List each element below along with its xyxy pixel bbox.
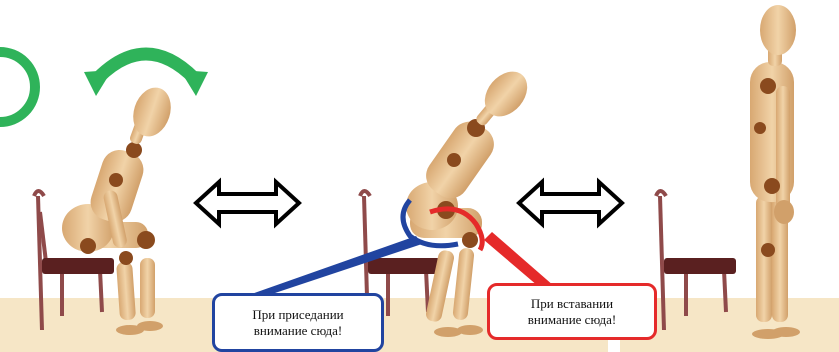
callout-squat: При приседании внимание сюда! (212, 293, 384, 352)
chair-seat-left (42, 258, 114, 274)
chair-seat-middle (368, 258, 440, 274)
chair-seat-right (664, 258, 736, 274)
double-arrow-icon (196, 182, 299, 224)
mannequin-standing (750, 5, 800, 339)
green-circle-fragment (0, 52, 35, 122)
mannequin-seated (62, 83, 177, 335)
callout-tail-red (484, 232, 554, 286)
callout-squat-line2: внимание сюда! (215, 323, 381, 339)
callout-stand-line1: При вставании (490, 296, 654, 312)
double-arrow-icon (519, 182, 622, 224)
rock-forward-arrow-icon (84, 54, 208, 96)
callout-stand: При вставании внимание сюда! (487, 283, 657, 340)
callout-stand-line2: внимание сюда! (490, 312, 654, 328)
callout-squat-line1: При приседании (215, 307, 381, 323)
